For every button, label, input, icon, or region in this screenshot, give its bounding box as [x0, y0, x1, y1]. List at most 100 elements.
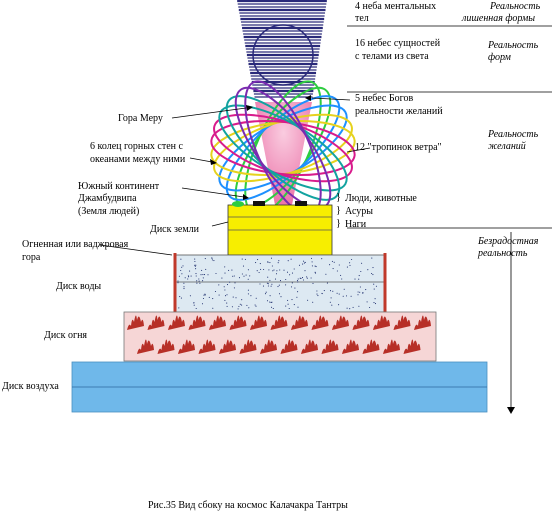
- water-dot: [285, 278, 287, 281]
- water-dot: [271, 283, 273, 285]
- water-dot: [245, 274, 247, 276]
- flame: [373, 315, 390, 330]
- flame: [414, 315, 431, 330]
- water-dot: [248, 307, 250, 309]
- water-dot: [249, 275, 251, 277]
- water-dot: [274, 278, 277, 280]
- water-dot: [250, 295, 252, 297]
- flame: [168, 315, 185, 330]
- water-dot: [195, 268, 197, 270]
- water-dot: [226, 284, 229, 286]
- water-dot: [269, 295, 271, 297]
- water-dot: [369, 306, 371, 309]
- water-dot: [352, 306, 354, 308]
- water-dot: [373, 288, 375, 290]
- water-dot: [286, 271, 289, 273]
- water-dot: [247, 293, 249, 295]
- label-fire: Диск огня: [44, 330, 87, 341]
- meru-pointer: [171, 107, 247, 119]
- water-dot: [297, 281, 299, 283]
- water-dot: [202, 274, 204, 276]
- water-dot: [374, 303, 377, 305]
- water-dot: [279, 269, 281, 271]
- water-dot: [260, 268, 262, 270]
- water-dot: [287, 260, 289, 262]
- water-dot: [178, 275, 180, 277]
- water-dot: [215, 272, 217, 275]
- water-dot: [272, 307, 274, 310]
- water-dot: [273, 269, 275, 271]
- south-arrowhead: [243, 194, 249, 200]
- mountain-rings-mark: [253, 201, 265, 206]
- flame: [393, 315, 411, 330]
- water-dot: [289, 274, 291, 276]
- water-dot: [361, 262, 363, 264]
- water-dot: [241, 304, 243, 306]
- flame: [301, 339, 318, 354]
- water-dot: [365, 289, 367, 291]
- water-disc-dots: [177, 257, 377, 310]
- water-dot: [306, 277, 308, 279]
- water-dot: [202, 297, 205, 300]
- water-dot: [349, 264, 351, 266]
- water-dot: [297, 291, 299, 293]
- water-dot: [226, 294, 228, 296]
- water-dot: [330, 297, 332, 299]
- water-dot: [184, 277, 186, 279]
- water-dot: [241, 273, 243, 275]
- water-dot: [211, 259, 213, 261]
- water-dot: [224, 299, 226, 301]
- water-dot: [338, 293, 340, 295]
- water-dot: [258, 271, 260, 274]
- water-dot: [264, 293, 267, 295]
- water-dot: [290, 258, 292, 260]
- water-dot: [255, 297, 257, 299]
- water-dot: [366, 301, 368, 303]
- rings6-pointer: [189, 157, 213, 163]
- water-dot: [189, 270, 191, 272]
- water-dot: [279, 280, 282, 282]
- flame: [157, 339, 175, 354]
- water-dot: [189, 295, 191, 297]
- water-dot: [310, 257, 313, 259]
- label-paths12: 12 "тропинок ветра": [355, 142, 442, 153]
- water-dot: [375, 285, 377, 287]
- water-dot: [304, 261, 306, 263]
- water-dot: [183, 282, 185, 284]
- water-dot: [224, 289, 226, 291]
- water-dot: [358, 275, 360, 277]
- water-dot: [255, 262, 257, 264]
- water-dot: [241, 299, 243, 301]
- water-dot: [232, 296, 234, 298]
- flame: [178, 339, 195, 354]
- water-dot: [223, 286, 225, 288]
- water-dot: [247, 289, 249, 291]
- water-dot: [332, 290, 334, 292]
- beings-brace: }: [336, 218, 341, 229]
- water-dot: [267, 276, 269, 278]
- water-dot: [233, 287, 235, 289]
- water-dot: [332, 268, 334, 270]
- water-dot: [307, 299, 309, 301]
- water-dot: [321, 258, 323, 260]
- water-dot: [293, 304, 295, 306]
- water-dot: [302, 279, 305, 281]
- flame: [362, 339, 380, 354]
- water-dot: [350, 295, 352, 297]
- water-dot: [193, 304, 195, 306]
- water-dot: [235, 297, 237, 299]
- water-dot: [221, 277, 223, 279]
- water-dot: [270, 285, 272, 287]
- water-dot: [239, 303, 241, 305]
- water-dot: [312, 282, 314, 284]
- water-dot: [294, 287, 296, 289]
- water-dot: [177, 280, 179, 282]
- water-dot: [271, 265, 273, 267]
- water-dot: [201, 303, 204, 305]
- water-dot: [262, 285, 265, 287]
- water-dot: [266, 300, 269, 302]
- water-dot: [317, 295, 319, 297]
- water-dot: [278, 293, 281, 295]
- water-dot: [372, 274, 374, 276]
- water-dot: [311, 265, 313, 267]
